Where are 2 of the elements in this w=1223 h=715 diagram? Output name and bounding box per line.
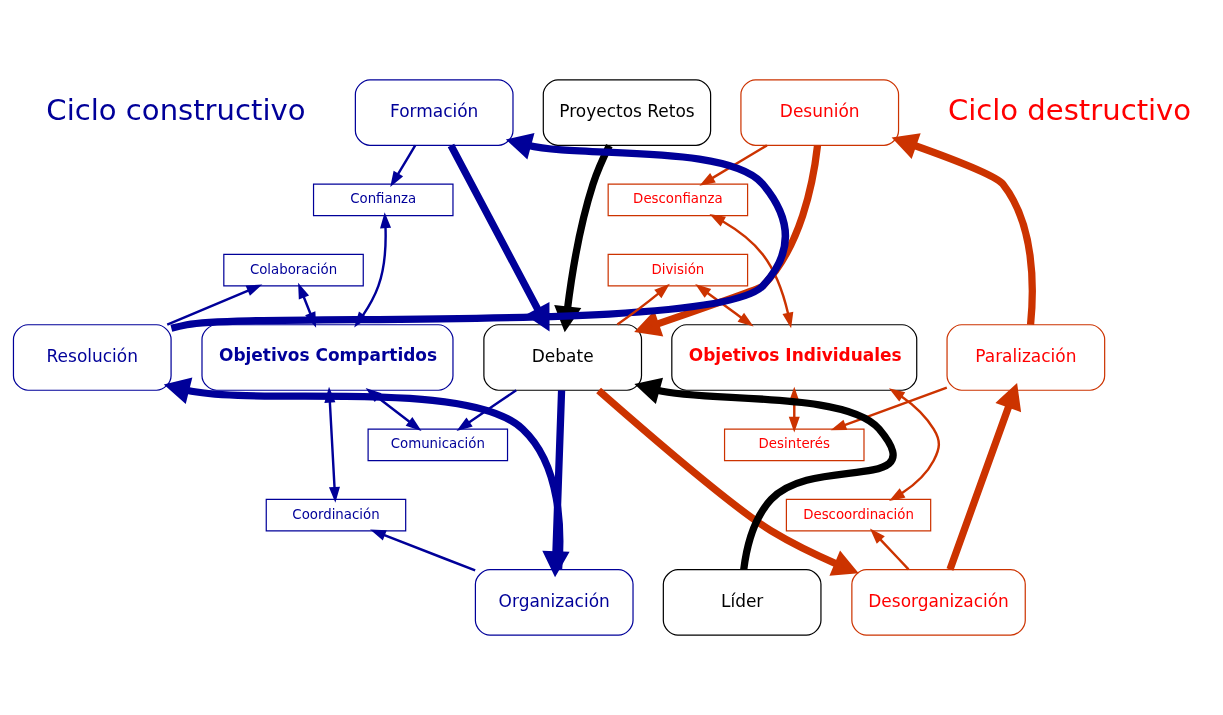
label: Ciclo destructivo [947,93,1192,128]
label: Ciclo constructivo [46,93,306,128]
